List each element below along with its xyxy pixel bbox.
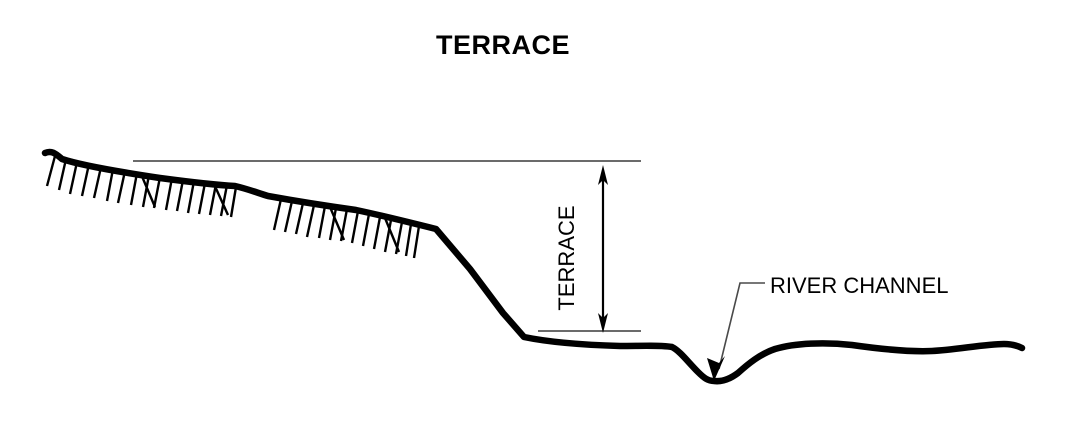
arrow-head-down [598, 313, 608, 333]
arrow-head-up [598, 165, 608, 185]
terrace-dimension-label: TERRACE [554, 205, 579, 310]
hachure-band-upper [45, 155, 238, 218]
terrain-profile-line [41, 148, 1026, 385]
page-title: TERRACE [436, 30, 570, 60]
hachure-band-lower [272, 198, 421, 259]
leader-arrow-head [707, 356, 725, 381]
river-channel-leader [707, 282, 765, 381]
river-channel-label: RIVER CHANNEL [770, 273, 948, 298]
terrace-dimension-arrow [598, 165, 608, 333]
